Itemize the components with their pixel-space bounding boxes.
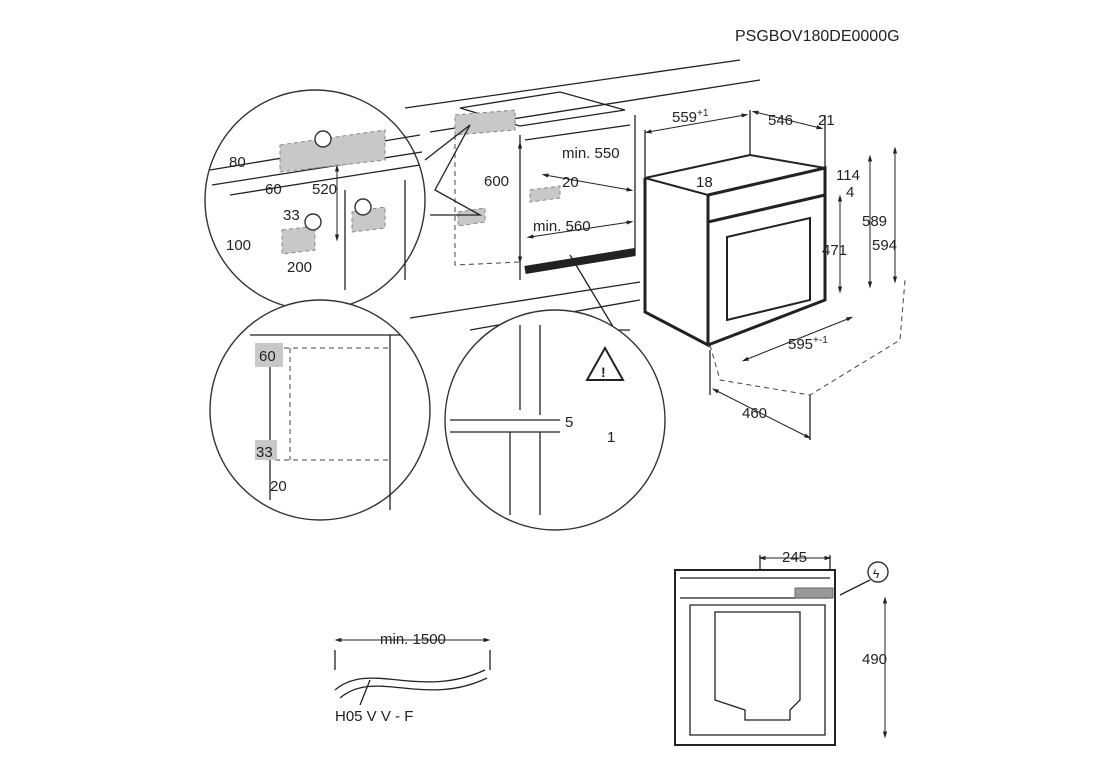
worktop	[404, 59, 761, 331]
side-detail-circle: 60 33 20	[209, 299, 431, 521]
oven-drawing: 559+1 546 21 18 114 4 471 589 594 595+-1…	[643, 108, 906, 440]
svg-text:460: 460	[742, 405, 767, 422]
svg-text:21: 21	[818, 112, 835, 129]
socket-detail-circle: 80 60 520 33 100 200	[204, 89, 483, 311]
svg-text:min. 560: min. 560	[533, 218, 591, 235]
power-icon	[867, 561, 889, 583]
svg-text:245: 245	[782, 549, 807, 566]
svg-text:471: 471	[822, 242, 847, 259]
svg-text:33: 33	[283, 207, 300, 224]
power-icon	[314, 130, 332, 148]
svg-text:595+-1: 595+-1	[788, 335, 828, 353]
svg-text:min. 1500: min. 1500	[380, 631, 446, 648]
oven-back-view: 245 ϟ 490	[674, 549, 889, 746]
svg-text:546: 546	[768, 112, 793, 129]
svg-text:114: 114	[836, 167, 860, 184]
power-icon	[304, 213, 322, 231]
cabinet-dimensions: 600 min. 550 20 min. 560	[484, 141, 634, 264]
svg-text:20: 20	[562, 174, 579, 191]
svg-text:589: 589	[862, 213, 887, 230]
svg-text:559+1: 559+1	[672, 108, 709, 126]
svg-text:min. 550: min. 550	[562, 145, 620, 162]
svg-text:1: 1	[607, 429, 615, 446]
svg-text:20: 20	[270, 478, 287, 495]
svg-text:18: 18	[696, 174, 713, 191]
svg-text:33: 33	[256, 444, 273, 461]
svg-text:60: 60	[265, 181, 282, 198]
svg-text:600: 600	[484, 173, 509, 190]
svg-text:80: 80	[229, 154, 246, 171]
svg-text:520: 520	[312, 181, 337, 198]
model-code: PSGBOV180DE0000G	[735, 28, 900, 45]
svg-text:5: 5	[565, 414, 573, 431]
svg-text:490: 490	[862, 651, 887, 668]
svg-text:200: 200	[287, 259, 312, 276]
cable-drawing: min. 1500 H05 V V - F	[334, 631, 491, 725]
svg-text:100: 100	[226, 237, 251, 254]
svg-text:4: 4	[846, 184, 854, 201]
power-icon	[354, 198, 372, 216]
warning-icon	[585, 345, 625, 381]
svg-text:!: !	[601, 364, 606, 380]
floor-detail-circle: ! 5 1	[444, 254, 666, 531]
svg-text:594: 594	[872, 237, 897, 254]
svg-text:ϟ: ϟ	[873, 567, 880, 581]
svg-text:H05 V V - F: H05 V V - F	[335, 708, 413, 725]
svg-text:60: 60	[259, 348, 276, 365]
